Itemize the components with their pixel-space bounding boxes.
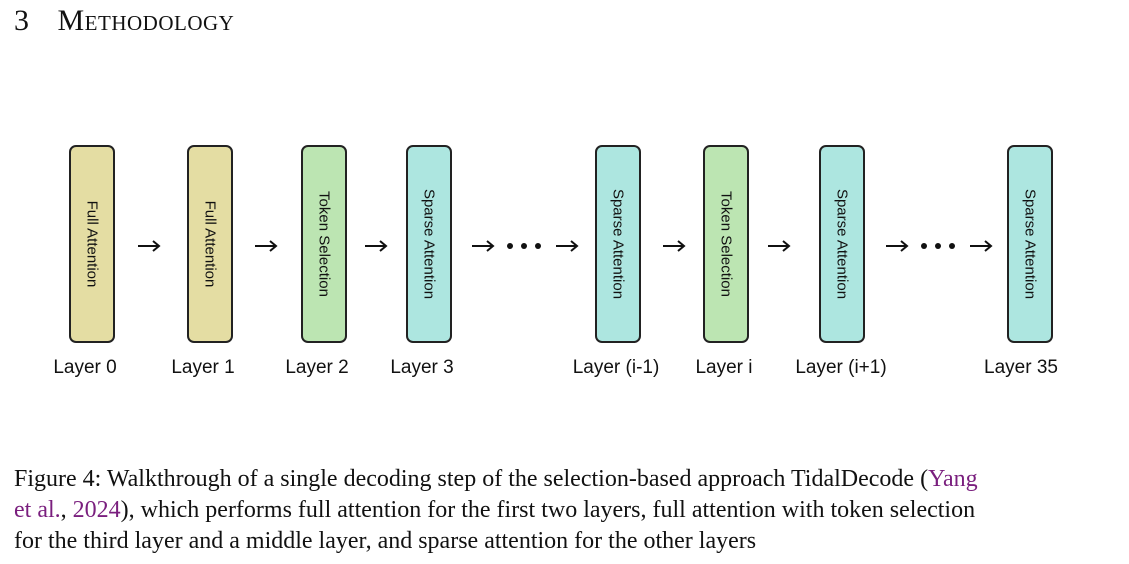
caption-text: , <box>60 497 73 523</box>
right-arrow-icon <box>663 240 686 252</box>
right-arrow-icon <box>768 240 791 252</box>
layer-label: Layer 0 <box>53 357 117 378</box>
layer-block: Sparse Attention <box>1007 145 1053 343</box>
citation-link[interactable]: et al. <box>14 497 61 523</box>
layer-label: Layer 1 <box>171 357 235 378</box>
caption-text: ), which performs full attention for the… <box>120 497 976 523</box>
block-label: Sparse Attention <box>833 188 851 300</box>
ellipsis-arrow-icon <box>472 240 579 252</box>
caption-line: for the third layer and a middle layer, … <box>14 528 757 554</box>
layer-label: Layer (i+1) <box>795 357 887 378</box>
block-label: Sparse Attention <box>1021 188 1039 300</box>
layer-label: Layer 3 <box>390 357 454 378</box>
right-arrow-icon <box>138 240 161 252</box>
section-number: 3 <box>14 4 30 37</box>
citation-year-link[interactable]: 2024 <box>72 497 121 523</box>
block-label: Full Attention <box>201 200 219 288</box>
ellipsis-arrow-icon <box>886 240 993 252</box>
layer-label: Layer 35 <box>984 357 1058 378</box>
right-arrow-icon <box>255 240 278 252</box>
layer-pipeline-figure: Full Attention Layer 0 Full Attention La… <box>53 145 1058 378</box>
block-label: Sparse Attention <box>609 188 627 300</box>
layer-block: Sparse Attention <box>595 145 641 343</box>
citation-link[interactable]: Yang <box>928 466 978 492</box>
layer-label: Layer (i-1) <box>572 357 660 378</box>
section-title: Methodology <box>57 4 235 37</box>
layer-block: Token Selection <box>301 145 347 343</box>
layer-block: Full Attention <box>187 145 233 343</box>
layer-block: Sparse Attention <box>819 145 865 343</box>
section-heading: 3 Methodology <box>14 4 234 38</box>
block-label: Sparse Attention <box>420 188 438 300</box>
figure-caption: Figure 4: Walkthrough of a single decodi… <box>14 464 1114 557</box>
layer-block: Sparse Attention <box>406 145 452 343</box>
block-label: Token Selection <box>315 191 333 297</box>
layer-label: Layer i <box>695 357 753 378</box>
caption-text: Figure 4: Walkthrough of a single decodi… <box>14 466 929 492</box>
layer-block: Full Attention <box>69 145 115 343</box>
block-label: Full Attention <box>83 200 101 288</box>
layer-label: Layer 2 <box>285 357 349 378</box>
caption-line: Figure 4: Walkthrough of a single decodi… <box>14 464 1114 495</box>
right-arrow-icon <box>365 240 388 252</box>
layer-block: Token Selection <box>703 145 749 343</box>
block-label: Token Selection <box>717 191 735 297</box>
caption-line: et al., 2024), which performs full atten… <box>14 495 1114 526</box>
